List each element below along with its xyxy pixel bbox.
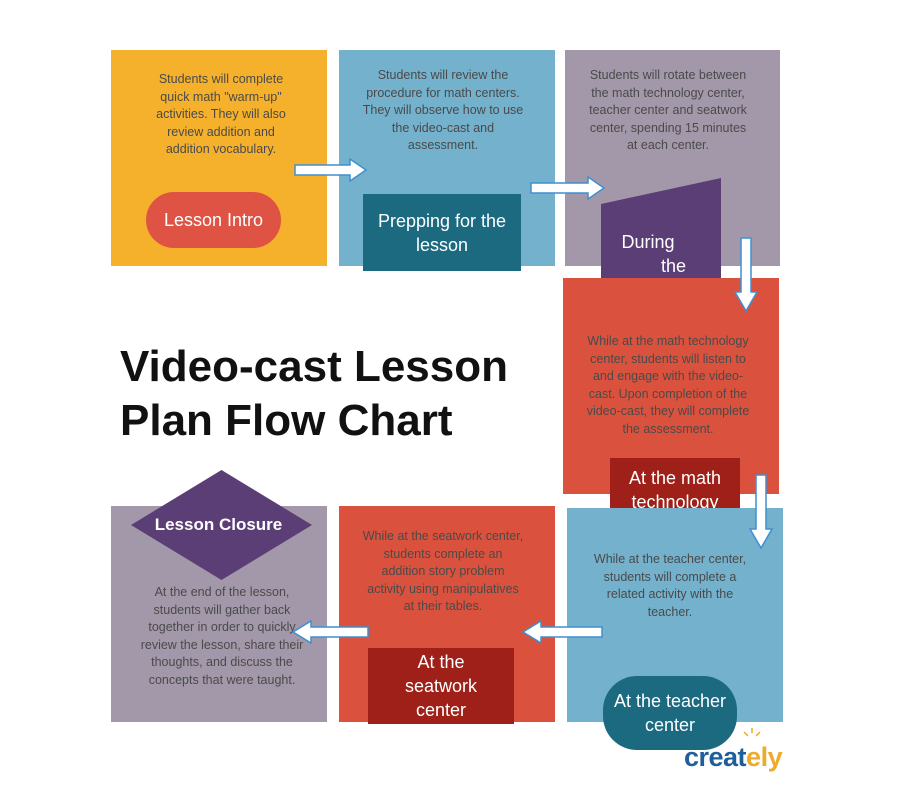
arrow-prepping-to-during: [530, 175, 606, 201]
step-closure-description: At the end of the lesson, students will …: [140, 585, 304, 687]
creately-logo: creately: [684, 742, 783, 772]
arrow-intro-to-prepping: [294, 157, 368, 183]
step-seatwork-description: While at the seatwork center, students c…: [362, 529, 524, 613]
lightbulb-icon: [743, 728, 761, 737]
step-teacher-description: While at the teacher center, students wi…: [593, 552, 747, 619]
step-seatwork-label: At the seatwork center: [368, 648, 514, 724]
step-during-description: Students will rotate between the math te…: [589, 68, 747, 152]
step-teacher-label: At the teacher center: [603, 676, 737, 750]
step-prepping-label: Prepping for the lesson: [363, 194, 521, 271]
step-prepping-description: Students will review the procedure for m…: [362, 68, 524, 152]
arrow-seatwork-to-closure: [291, 619, 369, 645]
title-line-2: Plan Flow Chart: [120, 396, 453, 445]
step-intro-description: Students will complete quick math "warm-…: [156, 72, 286, 156]
arrow-teacher-to-seatwork: [521, 619, 603, 645]
page-title: Video-cast Lesson Plan Flow Chart: [120, 340, 508, 448]
step-intro-label: Lesson Intro: [146, 192, 281, 248]
arrow-during-to-tech: [733, 237, 759, 313]
step-tech-description: While at the math technology center, stu…: [586, 334, 750, 436]
arrow-tech-to-teacher: [748, 474, 774, 550]
title-line-1: Video-cast Lesson: [120, 342, 508, 391]
step-closure-label: Lesson Closure: [154, 515, 283, 534]
step-closure-diamond: [131, 470, 312, 580]
